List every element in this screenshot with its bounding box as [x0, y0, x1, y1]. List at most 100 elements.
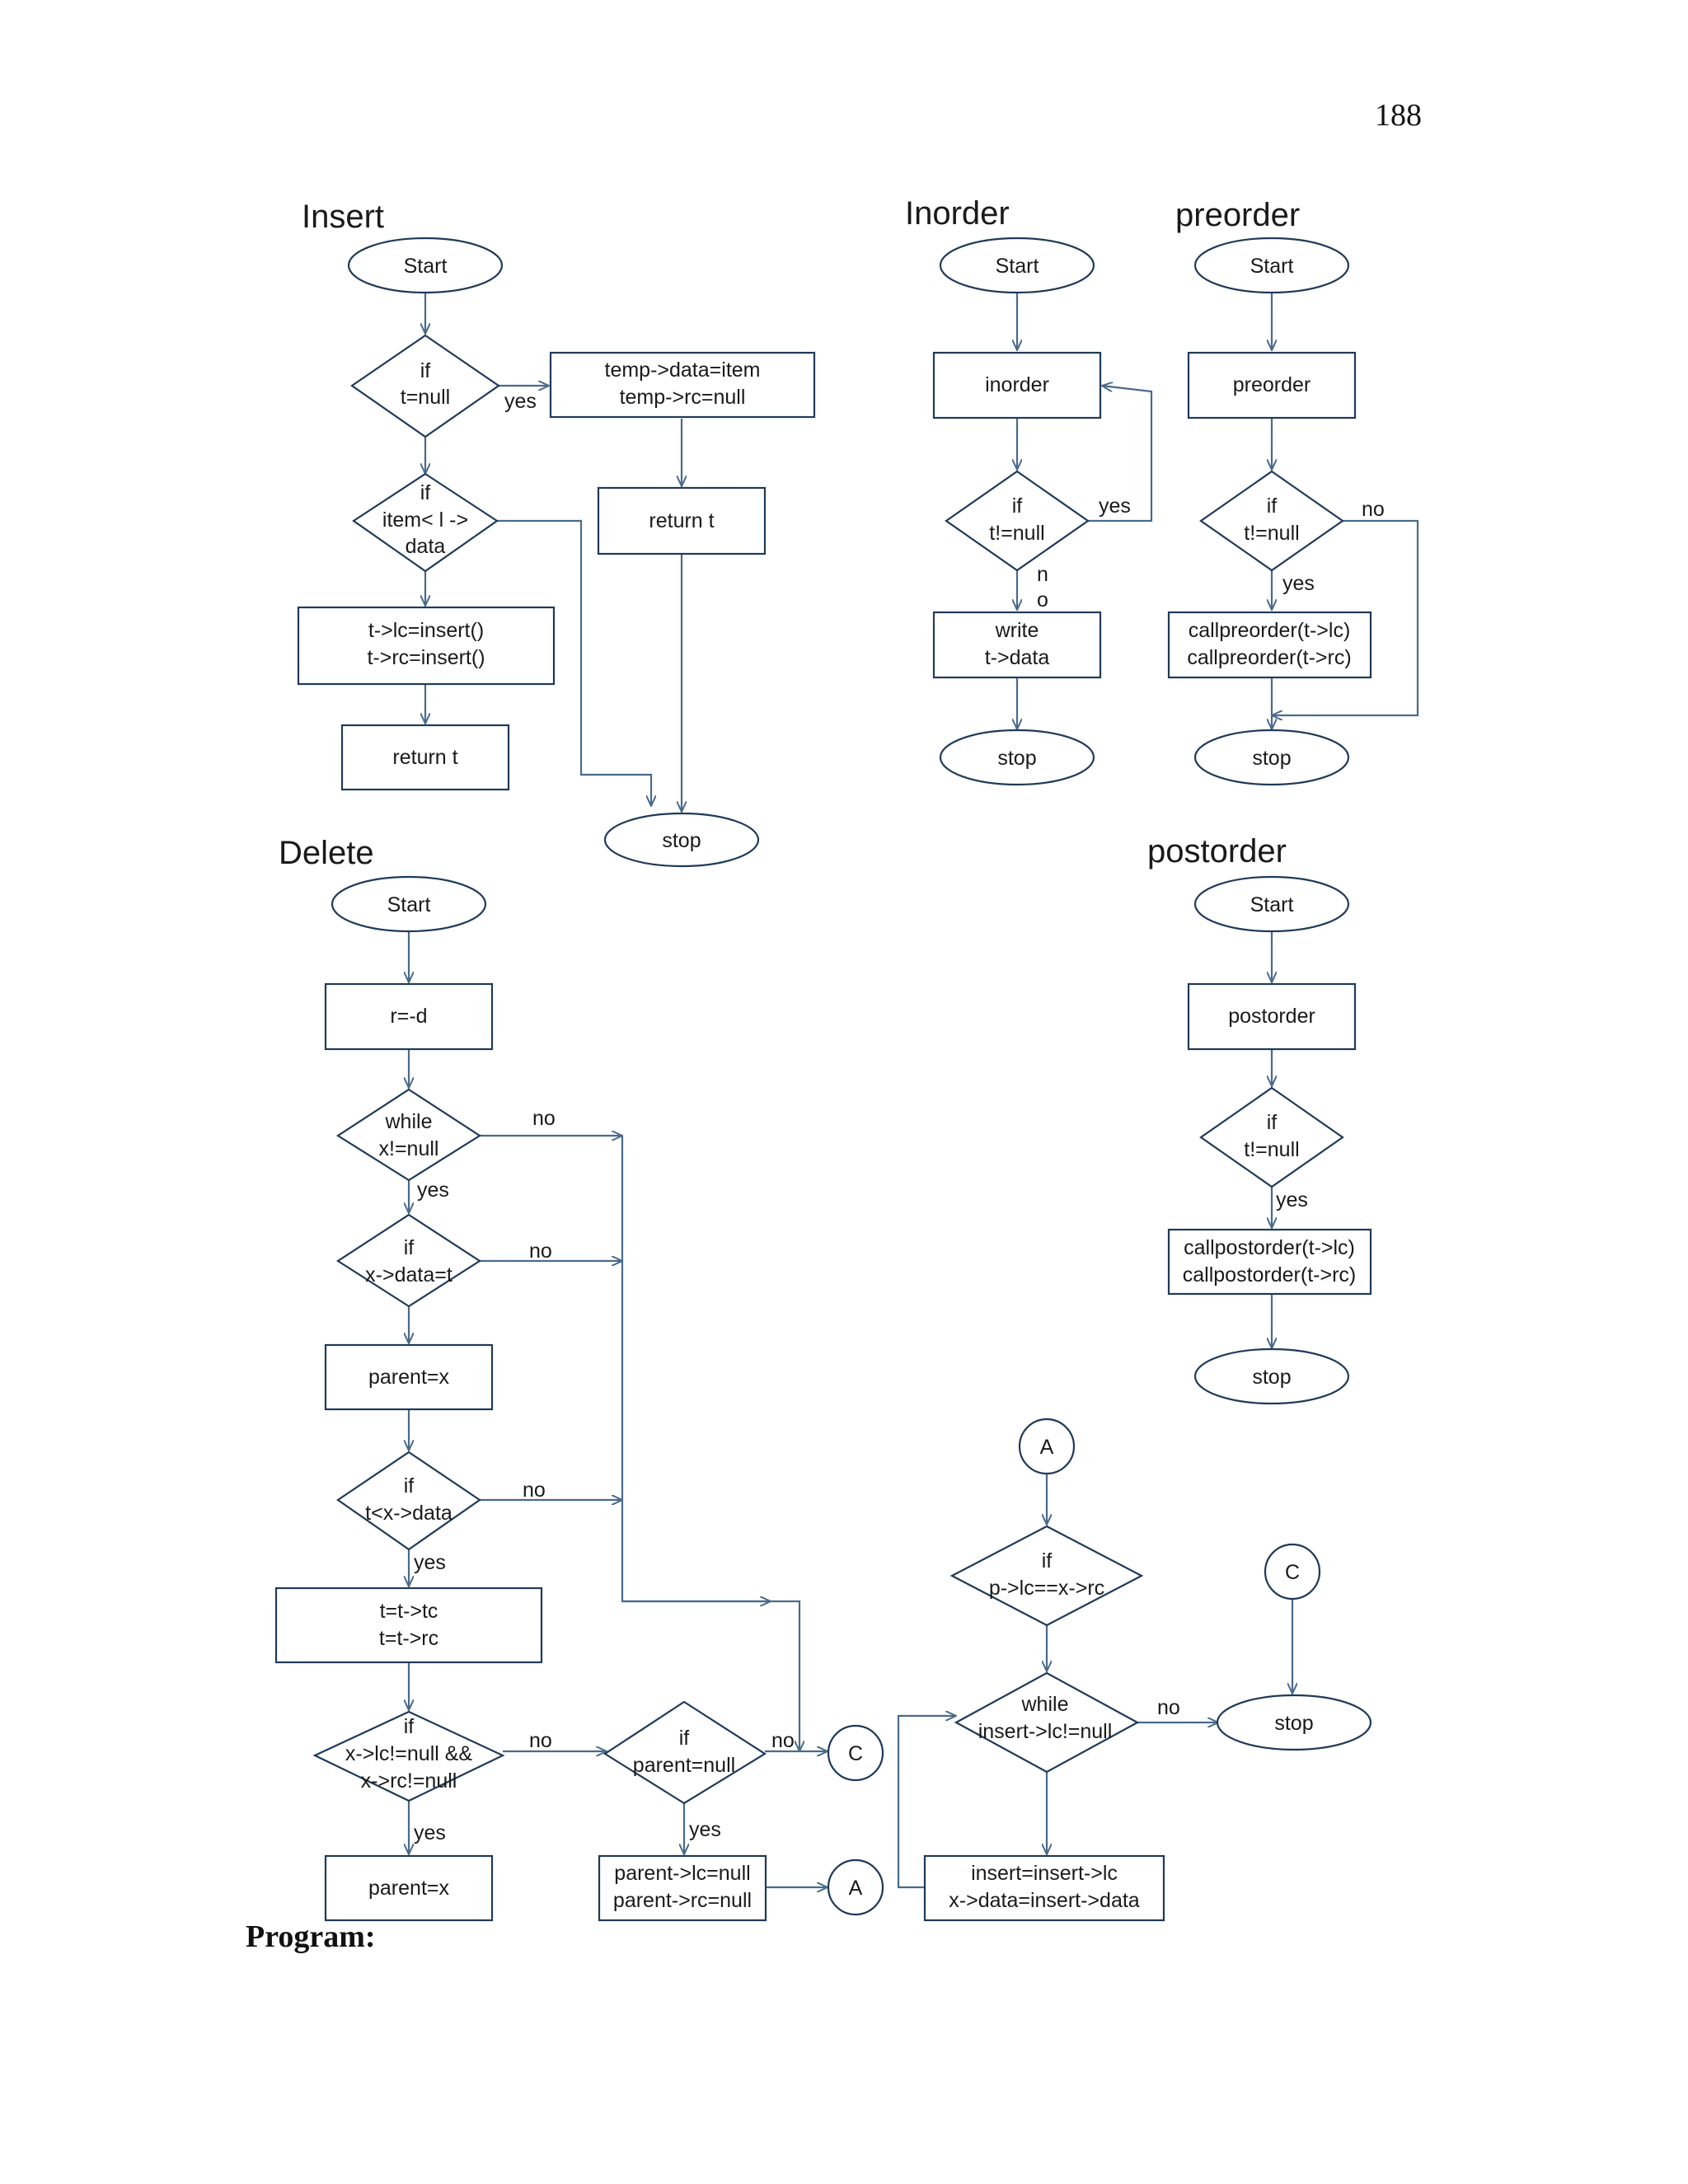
preorder-start-label: Start — [1250, 255, 1294, 278]
postorder-start-node — [1193, 875, 1350, 933]
preorder-yes-label: yes — [1282, 572, 1315, 595]
inorder-no-label-2: o — [1037, 588, 1048, 612]
postorder-call-line1: callpostorder(t->lc) — [1184, 1236, 1355, 1259]
preorder-no-label: no — [1362, 498, 1385, 521]
insert-temp-box — [549, 351, 816, 419]
delete-flowchart: Start r=-d while x!=null no yes if x->da… — [274, 875, 884, 1922]
postorder-cond-line1: if — [1267, 1111, 1278, 1134]
delete-parent1-label: parent=x — [368, 1366, 449, 1389]
postorder-proc-label: postorder — [1228, 1005, 1315, 1028]
delete-if-parent-no-label: no — [771, 1729, 795, 1752]
delete-if-eq-line2: x->data=t — [365, 1263, 452, 1286]
section-a-while-line1: while — [1021, 1693, 1069, 1716]
delete-parent-null-line1: parent->lc=null — [614, 1862, 750, 1885]
postorder-start-label: Start — [1250, 893, 1294, 916]
inorder-stop-node — [939, 729, 1095, 786]
inorder-write-box — [932, 611, 1102, 679]
section-a-while-node — [954, 1671, 1140, 1774]
insert-temp-line1: temp->data=item — [605, 359, 761, 382]
delete-start-node — [331, 875, 487, 933]
insert-cond1-line2: t=null — [401, 386, 450, 409]
delete-connector-c-label: C — [848, 1742, 863, 1765]
preorder-stop-node — [1193, 729, 1350, 786]
delete-title: Delete — [279, 835, 374, 871]
insert-return-left-box — [340, 724, 510, 791]
postorder-stop-node — [1193, 1347, 1350, 1405]
insert-assign-line1: t->lc=insert() — [368, 619, 484, 642]
insert-start-label: Start — [404, 255, 448, 278]
insert-flowchart: Start if t=null yes temp->data=item temp… — [297, 237, 816, 868]
delete-if-both-line2: x->lc!=null && — [345, 1742, 473, 1765]
delete-if-eq-node — [335, 1213, 482, 1308]
postorder-proc-box — [1187, 982, 1357, 1051]
delete-start-label: Start — [387, 893, 431, 916]
section-a-assign-line2: x->data=insert->data — [949, 1889, 1139, 1912]
preorder-call-box — [1167, 611, 1372, 679]
delete-while-yes-label: yes — [417, 1179, 449, 1202]
inorder-yes-label: yes — [1099, 494, 1131, 518]
insert-return-right-label: return t — [649, 509, 714, 532]
delete-if-both-no-label: no — [529, 1729, 552, 1752]
delete-if-lt-line2: t<x->data — [365, 1502, 452, 1525]
delete-if-parent-node — [603, 1700, 767, 1805]
inorder-write-line2: t->data — [985, 646, 1050, 669]
insert-stop-label: stop — [662, 829, 701, 852]
delete-connector-a-label: A — [849, 1877, 863, 1900]
insert-cond1-node — [350, 334, 500, 438]
preorder-title: preorder — [1175, 197, 1300, 233]
insert-cond2-line1: if — [420, 481, 431, 504]
inorder-title: Inorder — [905, 195, 1010, 232]
insert-assign-box — [297, 606, 556, 686]
delete-parent-null-line2: parent->rc=null — [613, 1889, 752, 1912]
inorder-proc-box — [932, 351, 1102, 419]
delete-parent-null-box — [598, 1854, 767, 1922]
delete-if-lt-node — [336, 1451, 481, 1551]
delete-if-both-node — [312, 1710, 505, 1802]
postorder-cond-node — [1199, 1086, 1344, 1188]
insert-assign-line2: t->rc=insert() — [367, 646, 485, 669]
section-a-stop-node — [1216, 1694, 1372, 1751]
page-number: 188 — [1375, 98, 1422, 133]
delete-move-line2: t=t->rc — [379, 1627, 438, 1650]
section-a-while-line2: insert->lc!=null — [978, 1720, 1113, 1743]
delete-parent1-box — [324, 1343, 494, 1411]
inorder-cond-node — [945, 470, 1090, 572]
inorder-proc-label: inorder — [985, 373, 1049, 396]
postorder-flowchart: Start postorder if t!=null yes callposto… — [1167, 875, 1372, 1405]
inorder-cond-line2: t!=null — [989, 522, 1044, 545]
delete-if-lt-no-label: no — [523, 1479, 546, 1502]
section-a-stop-label: stop — [1274, 1712, 1313, 1735]
section-a-cond-line2: p->lc==x->rc — [989, 1577, 1104, 1600]
section-a-assign-box — [923, 1854, 1165, 1922]
inorder-start-node — [939, 237, 1095, 294]
postorder-yes-label: yes — [1276, 1188, 1308, 1212]
delete-move-box — [274, 1586, 543, 1664]
preorder-stop-label: stop — [1252, 747, 1291, 770]
inorder-flowchart: Start inorder if t!=null yes n o write t… — [932, 237, 1153, 786]
preorder-proc-box — [1187, 351, 1357, 419]
delete-move-line1: t=t->tc — [380, 1600, 438, 1623]
delete-assign-box — [324, 982, 494, 1051]
preorder-start-node — [1193, 237, 1350, 294]
preorder-cond-line1: if — [1267, 494, 1278, 518]
insert-cond2-line3: data — [406, 535, 446, 558]
delete-while-no-label: no — [532, 1107, 556, 1130]
delete-assign-label: r=-d — [390, 1005, 427, 1028]
delete-while-node — [335, 1088, 482, 1182]
inorder-stop-label: stop — [997, 747, 1036, 770]
preorder-cond-line2: t!=null — [1244, 522, 1299, 545]
insert-cond1-line1: if — [420, 359, 431, 382]
section-a-cond-line1: if — [1042, 1549, 1053, 1572]
postorder-title: postorder — [1147, 833, 1287, 869]
postorder-call-box — [1167, 1228, 1372, 1296]
delete-while-line2: x!=null — [379, 1137, 439, 1160]
preorder-proc-label: preorder — [1233, 373, 1311, 396]
insert-temp-line2: temp->rc=null — [620, 386, 746, 409]
section-a-connector-a-label: A — [1040, 1436, 1054, 1459]
insert-cond2-node — [352, 472, 499, 573]
section-a-connector-c-label: C — [1285, 1561, 1300, 1584]
delete-if-parent-line2: parent=null — [633, 1754, 735, 1777]
insert-stop-node — [603, 812, 760, 868]
